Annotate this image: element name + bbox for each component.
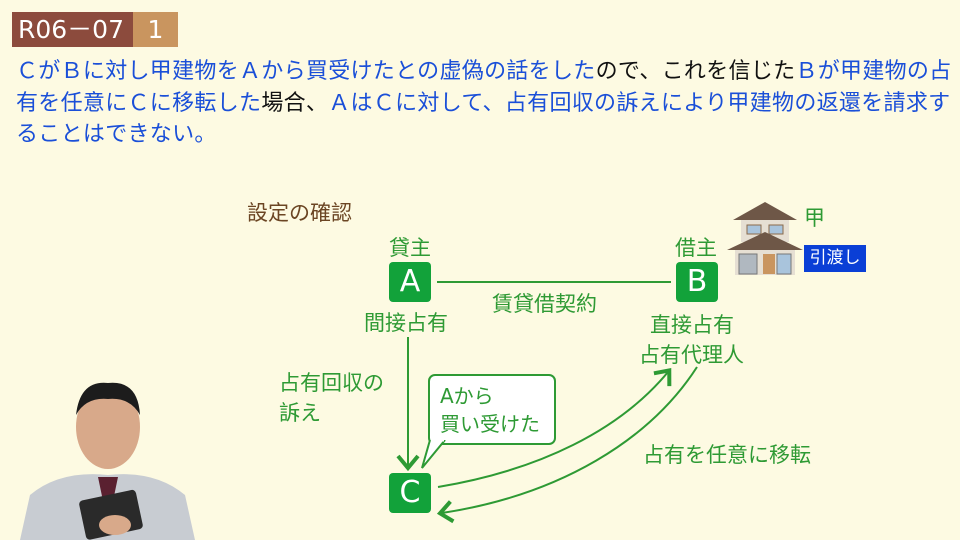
party-a-box: A [389,262,431,302]
diagram-title: 設定の確認 [247,201,352,225]
question-number: 1 [133,12,178,47]
lawsuit-label-1: 占有回収の [279,371,384,395]
claim-arrow [437,368,672,488]
lawsuit-label-2: 訴え [279,401,321,425]
building-label: 甲 [804,206,825,230]
party-c-box: C [389,473,431,513]
direct-possession-label: 直接占有 [650,313,734,337]
speech-bubble: Aから 買い受けた [428,374,556,445]
possession-agent-label: 占有代理人 [639,343,744,367]
question-segment: Ｂが甲建物の占有を任意にＣに移転した [16,59,952,116]
lessor-label: 貸主 [389,236,431,260]
question-segment: 場合、 [261,90,329,116]
question-text: ＣがＢに対し甲建物をＡから買受けたとの虚偽の話をしたので、これを信じたＢが甲建物… [16,56,956,151]
bubble-tail [421,440,446,469]
lessee-label: 借主 [675,236,717,260]
indirect-possession-label: 間接占有 [364,311,448,335]
question-segment: ＣがＢに対し甲建物をＡから買受けたとの虚偽の話をした [16,59,596,84]
transfer-label: 占有を任意に移転 [643,443,811,467]
presenter-video [20,382,195,540]
bubble-line-1: Aから [440,384,494,408]
question-segment: ので、これを信じた [595,59,796,84]
party-b-box: B [676,262,718,302]
contract-label: 賃貸借契約 [492,292,597,316]
bubble-line-2: 買い受けた [440,412,540,436]
question-segment: ＡはＣに対して、占有回収の訴えにより甲建物の返還を請求することはできない。 [16,90,951,148]
house-icon [727,202,803,275]
question-code: R06－07 [12,12,133,47]
transfer-arrow [436,366,698,524]
handover-badge: 引渡し [804,245,866,272]
